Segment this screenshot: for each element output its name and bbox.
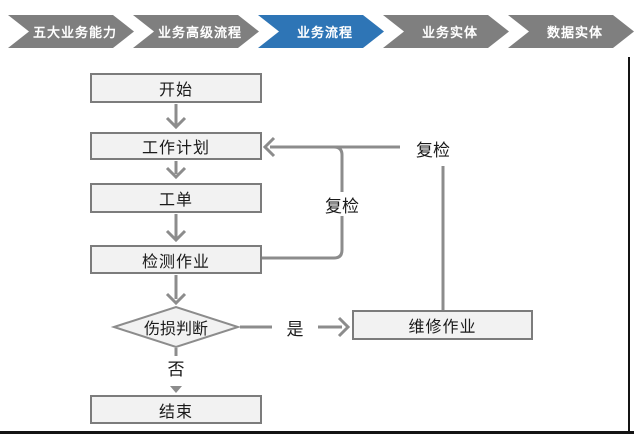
nav-step-business-process-active[interactable]: 业务流程	[258, 15, 384, 48]
arrowhead-down-icon	[165, 292, 187, 306]
node-label: 伤损判断	[143, 321, 208, 338]
arrowhead-left-icon	[262, 136, 276, 158]
node-work-order: 工单	[90, 183, 262, 213]
nav-step-label: 五大业务能力	[32, 25, 117, 40]
nav-step-advanced-process[interactable]: 业务高级流程	[133, 15, 259, 48]
node-label: 工作计划	[141, 140, 210, 157]
arrowhead-down-small-icon	[170, 386, 182, 393]
node-label: 开始	[158, 82, 193, 99]
nav-step-label: 业务高级流程	[157, 25, 242, 40]
nav-step-label: 业务实体	[421, 25, 478, 40]
node-inspection-job: 检测作业	[90, 245, 262, 274]
edge-label-recheck-inner: 复检	[318, 192, 366, 216]
arrowhead-down-icon	[165, 116, 187, 130]
arrowhead-right-icon	[337, 316, 351, 338]
nav-step-label: 业务流程	[296, 25, 353, 40]
edge-recheck-inner-loop	[262, 145, 344, 260]
decision-diamond	[110, 305, 242, 349]
node-label: 维修作业	[408, 319, 477, 336]
edge-label-yes: 是	[286, 319, 304, 339]
arrowhead-down-icon	[165, 166, 187, 180]
nav-step-data-entity[interactable]: 数据实体	[508, 15, 634, 48]
node-end: 结束	[90, 395, 262, 424]
node-label: 工单	[158, 192, 193, 209]
node-label: 检测作业	[141, 253, 210, 271]
edge-label-no: 否	[167, 359, 185, 379]
node-work-plan: 工作计划	[90, 132, 262, 160]
nav-step-label: 数据实体	[546, 25, 603, 40]
process-breadcrumb: 五大业务能力 业务高级流程 业务流程 业务实体 数据实体	[0, 0, 634, 60]
edge-label-recheck-outer: 复检	[409, 136, 457, 160]
frame-right-border	[628, 57, 630, 433]
frame-bottom-border	[0, 431, 634, 434]
node-damage-judgment-label: 伤损判断	[116, 317, 236, 338]
node-label: 结束	[158, 403, 193, 421]
nav-step-five-capabilities[interactable]: 五大业务能力	[8, 15, 134, 48]
arrowhead-down-icon	[165, 229, 187, 243]
node-start: 开始	[90, 73, 262, 103]
node-repair-job: 维修作业	[352, 310, 533, 340]
nav-step-business-entity[interactable]: 业务实体	[383, 15, 509, 48]
